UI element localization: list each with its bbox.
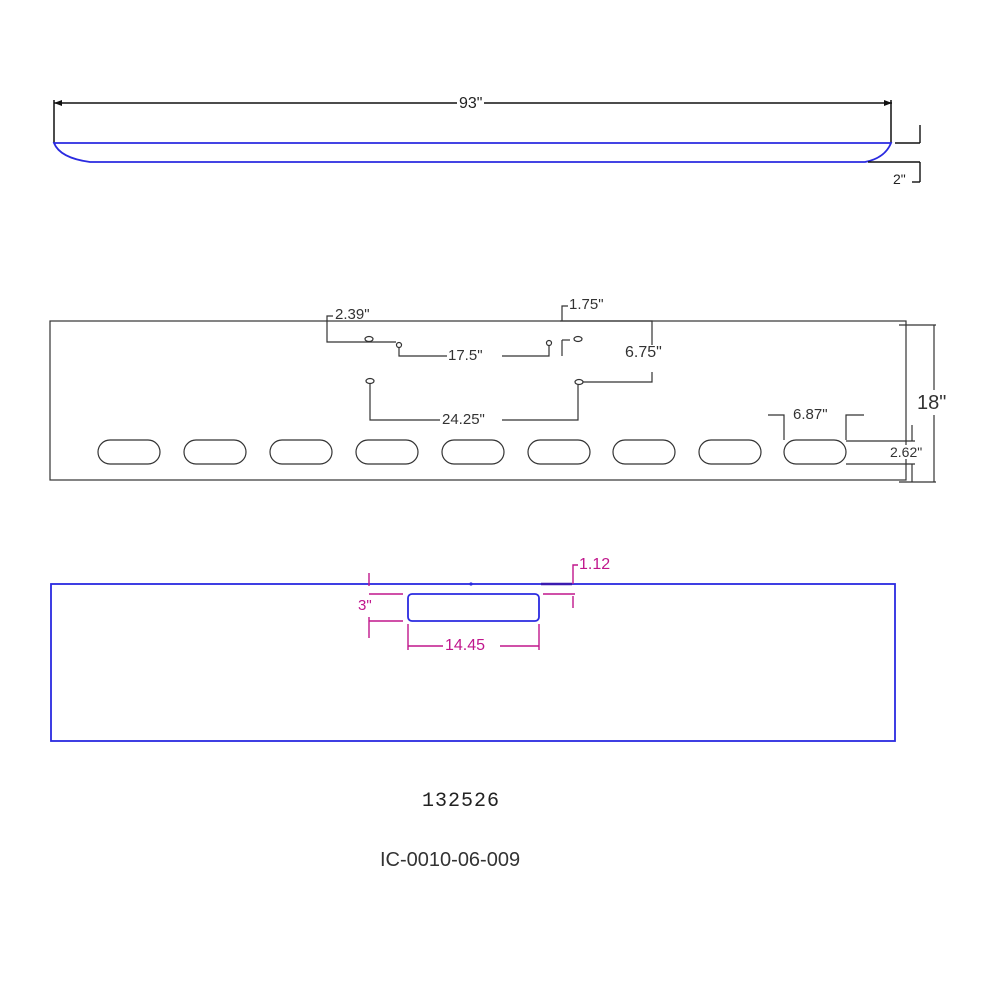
inner-span-label: 17.5" xyxy=(448,347,483,364)
drawing-number: IC-0010-06-009 xyxy=(380,849,521,871)
front-view xyxy=(49,305,936,483)
cutout-offset-label: 1.12 xyxy=(579,556,611,573)
front-slots xyxy=(97,439,847,465)
outer-span-label: 24.25" xyxy=(442,411,485,428)
depth-dimension-label: 2" xyxy=(893,171,906,187)
length-dimension-label: 93" xyxy=(457,95,485,112)
rear-view xyxy=(50,564,896,742)
right-offset-label: 1.75" xyxy=(569,296,604,313)
part-number: 132526 xyxy=(422,790,501,813)
top-view xyxy=(52,100,921,183)
slot-height-label: 2.62" xyxy=(890,444,923,460)
slot-width-label: 6.87" xyxy=(793,406,828,423)
height-label: 18" xyxy=(917,392,947,414)
cutout-height-label: 3" xyxy=(358,597,372,614)
left-offset-label: 2.39" xyxy=(335,306,370,323)
cutout-width-label: 14.45 xyxy=(445,637,486,654)
vertical-spacing-label: 6.75" xyxy=(625,344,662,361)
